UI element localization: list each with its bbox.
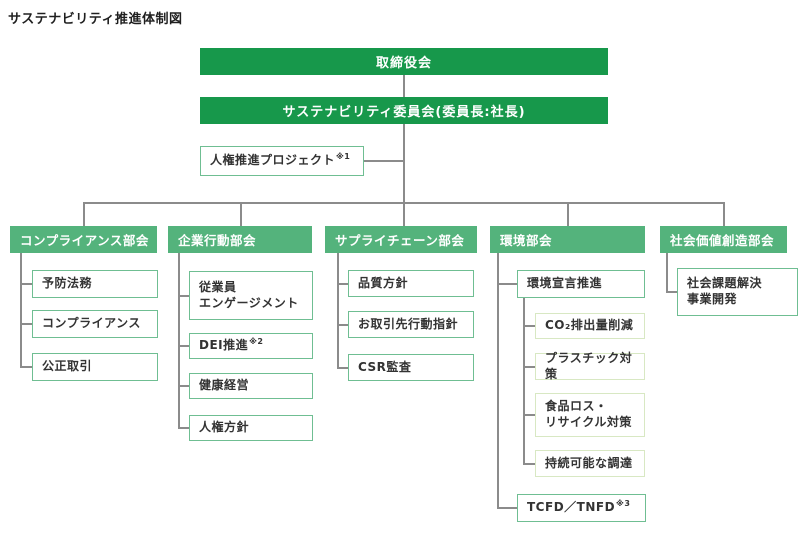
org-item: CSR監査 [348, 354, 474, 381]
org-item: 環境宣言推進 [517, 270, 645, 298]
connector-line [20, 323, 32, 325]
connector-line [178, 345, 189, 347]
footnote-mark-1: ※1 [336, 151, 351, 161]
header-social-value-subcommittee: 社会価値創造部会 [660, 226, 787, 253]
org-item: 社会課題解決 事業開発 [677, 268, 798, 316]
connector-line [403, 124, 405, 204]
connector-line [523, 463, 535, 465]
connector-line [178, 427, 189, 429]
connector-line [666, 253, 668, 292]
connector-line [240, 202, 242, 226]
org-subitem: CO₂排出量削減 [535, 313, 645, 339]
connector-line [523, 414, 535, 416]
connector-line [337, 253, 339, 368]
org-item: 従業員 エンゲージメント [189, 271, 313, 320]
footnote-mark-2: ※2 [249, 336, 264, 346]
org-item-label: DEI推進 [199, 338, 249, 353]
connector-line [523, 325, 535, 327]
org-subitem: プラスチック対策 [535, 351, 645, 381]
connector-line [403, 75, 405, 97]
connector-line [20, 283, 32, 285]
org-item: DEI推進※2 [189, 333, 313, 359]
connector-line [20, 253, 22, 367]
org-item: お取引先行動指針 [348, 311, 474, 338]
org-item: 公正取引 [32, 353, 158, 381]
connector-line [523, 298, 525, 464]
connector-line [523, 366, 535, 368]
header-compliance-subcommittee: コンプライアンス部会 [10, 226, 157, 253]
chart-title: サステナビリティ推進体制図 [8, 12, 183, 27]
connector-line [337, 324, 348, 326]
org-item-label: TCFD／TNFD [527, 500, 616, 515]
connector-line [666, 291, 677, 293]
sustainability-committee-box: サステナビリティ委員会(委員長:社長) [200, 97, 608, 124]
connector-line [497, 507, 517, 509]
connector-line [178, 253, 180, 428]
org-subitem: 食品ロス・ リサイクル対策 [535, 393, 645, 437]
footnote-mark-3: ※3 [616, 498, 631, 508]
org-item: 品質方針 [348, 270, 474, 297]
connector-line [83, 202, 85, 226]
header-supply-chain-subcommittee: サプライチェーン部会 [325, 226, 477, 253]
org-subitem: 持続可能な調達 [535, 450, 645, 477]
header-corporate-conduct-subcommittee: 企業行動部会 [168, 226, 312, 253]
org-item: コンプライアンス [32, 310, 158, 338]
connector-line [497, 283, 517, 285]
connector-line [178, 385, 189, 387]
connector-line [567, 202, 569, 226]
board-of-directors-box: 取締役会 [200, 48, 608, 75]
org-item: 健康経営 [189, 373, 313, 399]
connector-line [20, 366, 32, 368]
human-rights-project-box: 人権推進プロジェクト※1 [200, 146, 364, 176]
connector-line [337, 367, 348, 369]
connector-line [364, 160, 404, 162]
connector-line [403, 202, 405, 226]
org-item: 予防法務 [32, 270, 158, 298]
connector-line [723, 202, 725, 226]
connector-line [337, 283, 348, 285]
header-environment-subcommittee: 環境部会 [490, 226, 645, 253]
org-item: TCFD／TNFD※3 [517, 494, 646, 522]
org-item: 人権方針 [189, 415, 313, 441]
connector-line [178, 295, 189, 297]
connector-line [497, 253, 499, 508]
human-rights-project-label: 人権推進プロジェクト [210, 153, 336, 168]
